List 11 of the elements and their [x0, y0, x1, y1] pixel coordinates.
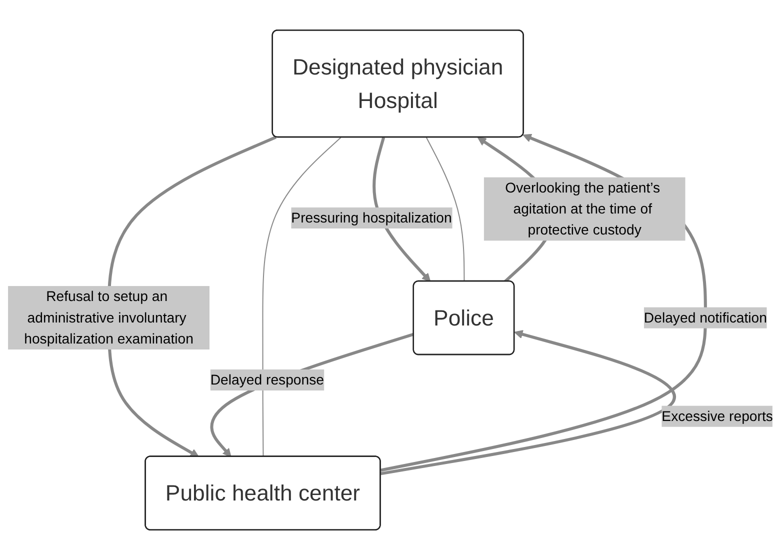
arrow [380, 134, 707, 472]
edge-label: Refusal to setup an administrative involuntary hospitalization examination [24, 288, 194, 346]
edge-label: Excessive reports [662, 408, 773, 424]
connector [426, 137, 465, 282]
connector [262, 137, 342, 457]
arrow [210, 332, 414, 458]
edge-label: Overlooking the patient’s agitation at the time of protective custody [505, 179, 660, 238]
edge-label: Pressuring hospitalization [291, 209, 452, 226]
edge-label: Delayed response [210, 371, 324, 388]
edge-label: Delayed notification [644, 309, 767, 326]
arrow [380, 330, 676, 476]
